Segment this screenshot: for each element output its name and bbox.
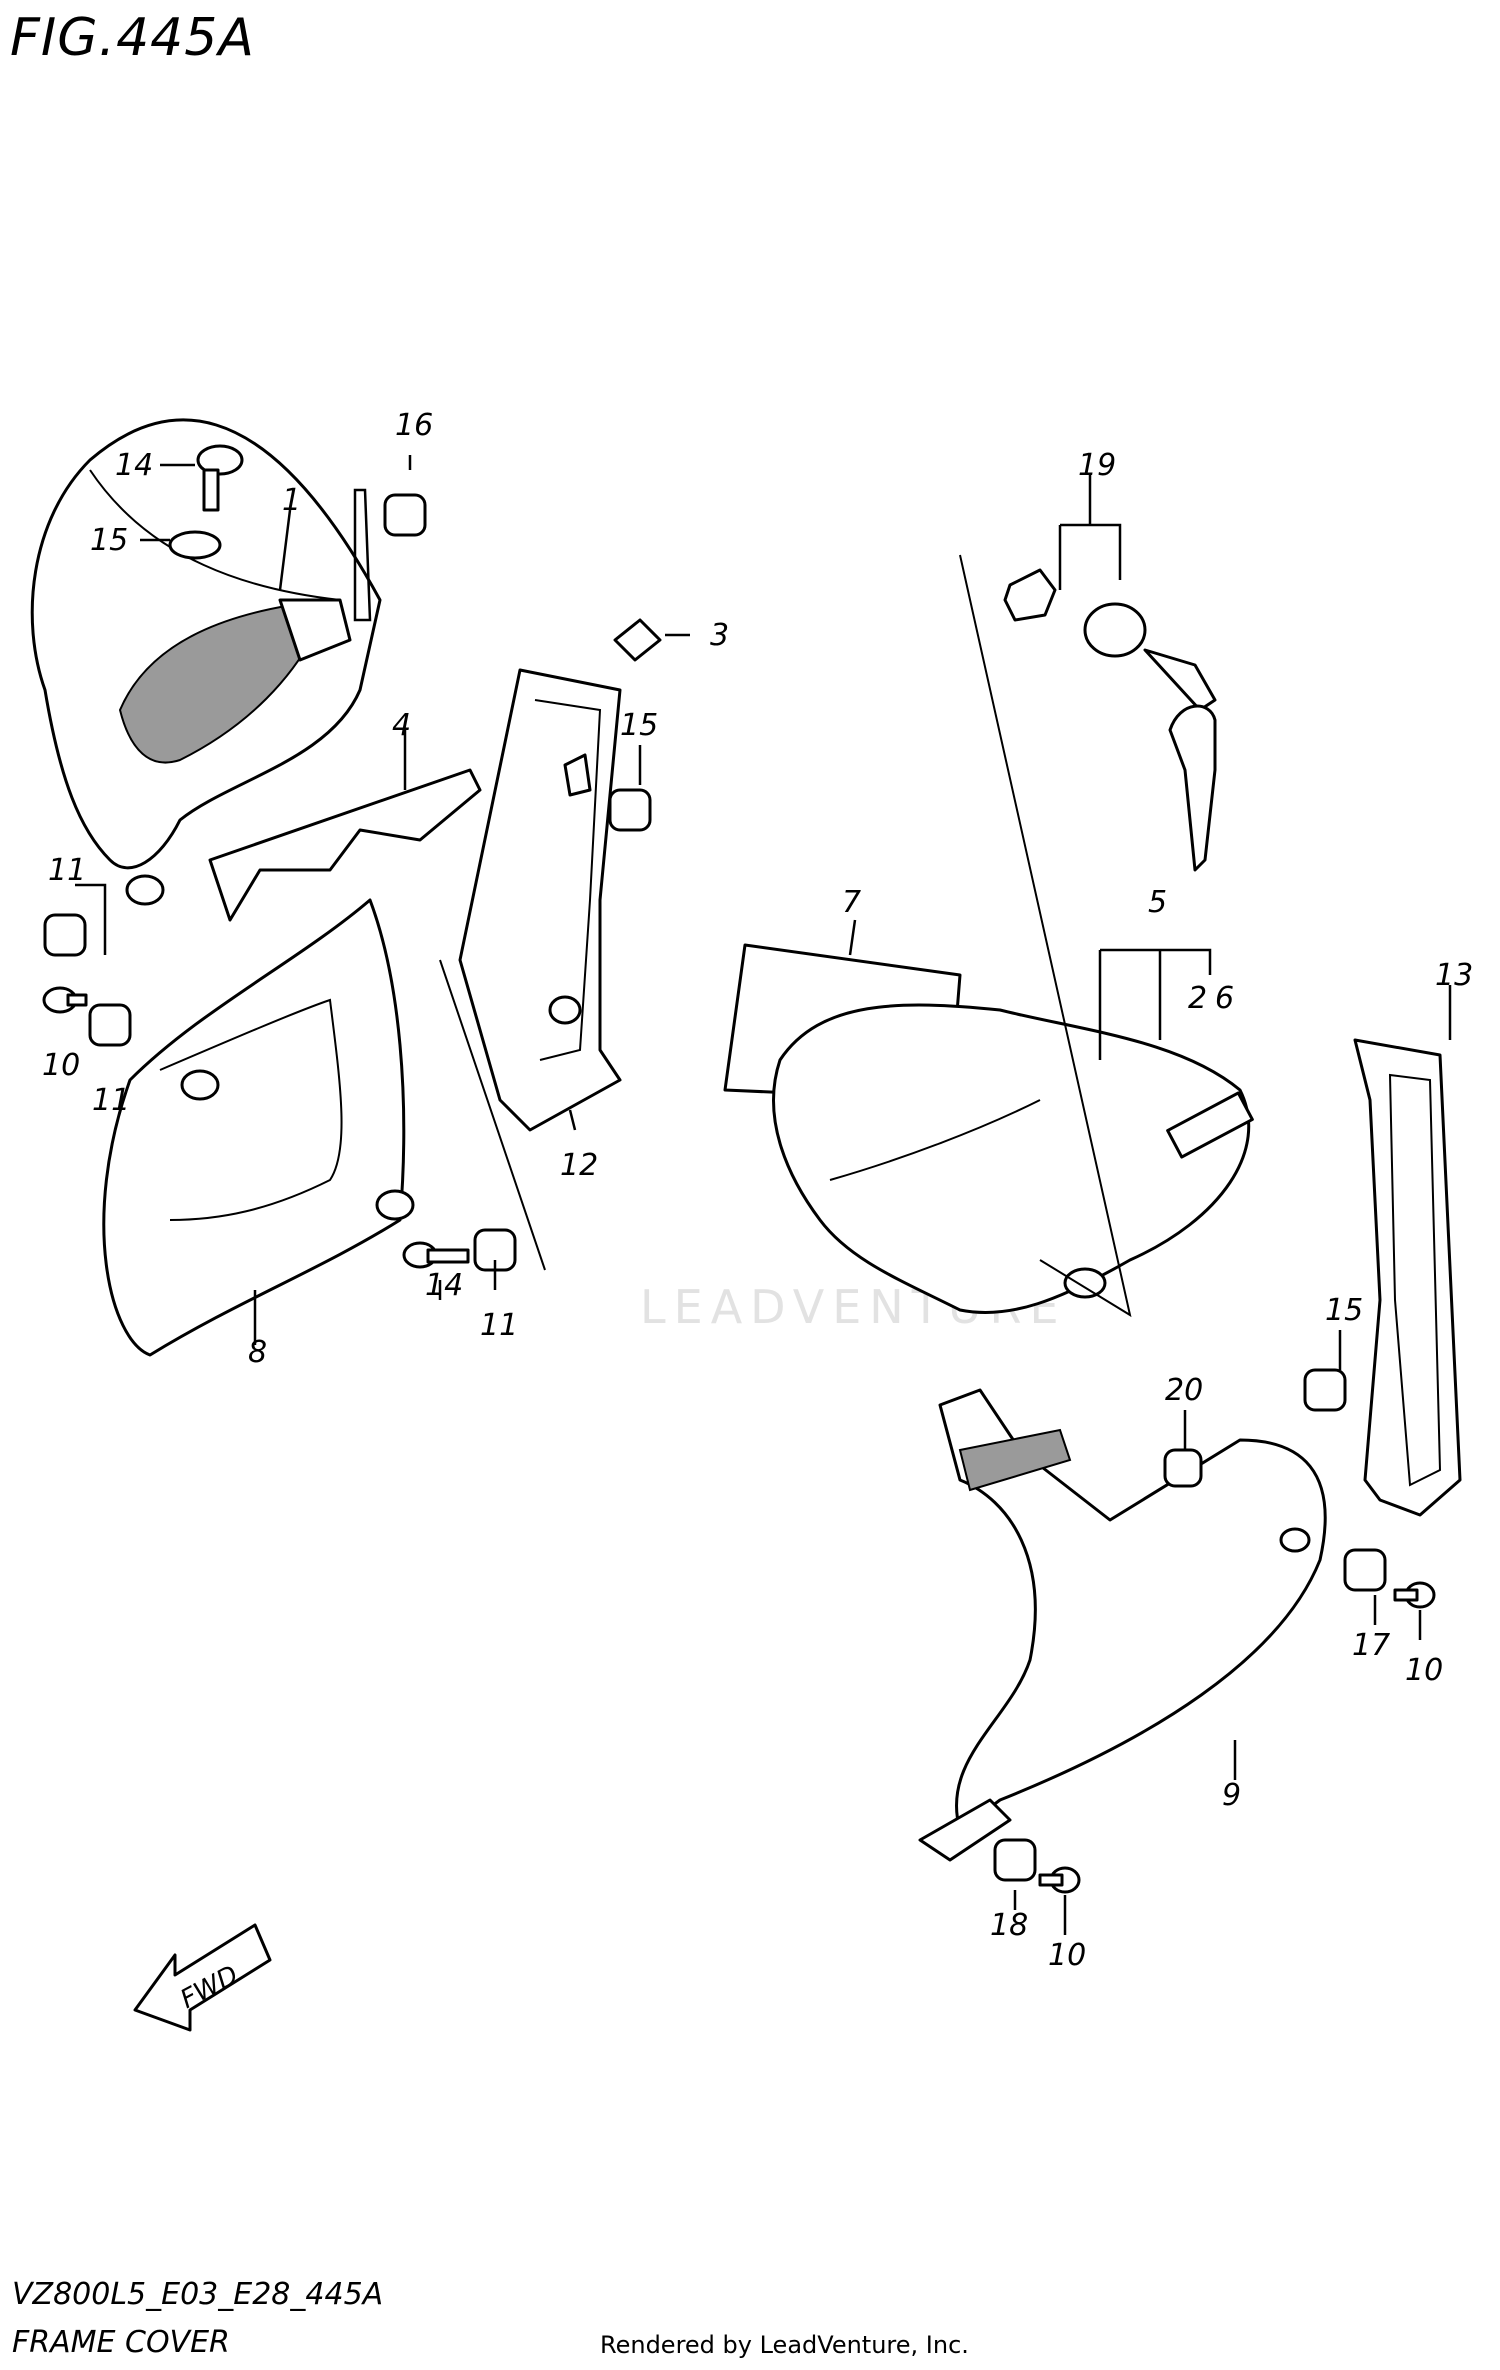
part-9-lower-cover[interactable] (918, 1388, 1327, 1862)
part-17-cushion[interactable] (1343, 1548, 1387, 1592)
part-5-side-cover[interactable] (772, 1003, 1254, 1314)
callout-9: 9 (1222, 1778, 1241, 1813)
callout-7: 7 (842, 885, 861, 920)
callout-3: 3 (710, 618, 729, 653)
part-15-grommet-top[interactable] (168, 530, 222, 560)
part-14-bolt-mid[interactable] (402, 1241, 470, 1269)
part-20-grommet[interactable] (1163, 1448, 1203, 1488)
part-8-side-cover[interactable] (102, 898, 415, 1357)
render-credit: Rendered by LeadVenture, Inc. (600, 2331, 969, 2359)
part-4-plate[interactable] (208, 768, 482, 922)
figure-name: FRAME COVER (12, 2325, 230, 2360)
part-1-upper-cover[interactable] (30, 418, 382, 906)
part-10-screw-a[interactable] (42, 986, 88, 1014)
callout-4: 4 (392, 708, 411, 743)
fwd-arrow-icon: FWD (133, 1923, 272, 2032)
part-19-lock-set[interactable] (1003, 568, 1217, 872)
part-16-cushion[interactable] (383, 493, 427, 537)
callout-8: 8 (248, 1335, 267, 1370)
part-14-bolt-top[interactable] (196, 444, 244, 512)
part-18-cushion[interactable] (993, 1838, 1037, 1882)
callout-15a: 15 (90, 523, 128, 558)
callout-5: 5 (1148, 885, 1167, 920)
callout-11c: 11 (480, 1308, 518, 1343)
callout-15c: 15 (1325, 1293, 1363, 1328)
part-15-cushion-mid[interactable] (608, 788, 652, 832)
callout-6: 6 (1215, 981, 1234, 1016)
callout-10c: 10 (1048, 1938, 1086, 1973)
figure-title: FIG.445A (10, 8, 255, 68)
part-10-screw-c[interactable] (1038, 1866, 1081, 1894)
callout-11a: 11 (48, 853, 86, 888)
part-15-cushion-right[interactable] (1303, 1368, 1347, 1412)
figure-code: VZ800L5_E03_E28_445A (12, 2277, 384, 2312)
callout-17: 17 (1352, 1628, 1390, 1663)
callout-14b: 14 (425, 1268, 463, 1303)
part-11-cushion-b[interactable] (88, 1003, 132, 1047)
callout-18: 18 (990, 1908, 1028, 1943)
leader-lines (75, 455, 1452, 1935)
callout-16: 16 (395, 408, 433, 443)
callout-11b: 11 (92, 1083, 130, 1118)
part-10-screw-b[interactable] (1393, 1581, 1436, 1609)
callout-12: 12 (560, 1148, 598, 1183)
callout-14a: 14 (115, 448, 153, 483)
callout-20: 20 (1165, 1373, 1203, 1408)
callout-19: 19 (1078, 448, 1116, 483)
part-11-cushion-a[interactable] (43, 913, 87, 957)
part-13-frame-cover[interactable] (1353, 1038, 1462, 1517)
callout-2: 2 (1188, 981, 1207, 1016)
part-12-bracket[interactable] (458, 668, 622, 1132)
callout-10a: 10 (42, 1048, 80, 1083)
callout-15b: 15 (620, 708, 658, 743)
callout-1: 1 (282, 483, 301, 518)
callout-labels: 1 2 3 4 5 6 7 8 9 10 10 10 11 11 11 12 1… (42, 408, 1473, 1973)
callout-10b: 10 (1405, 1653, 1443, 1688)
callout-13: 13 (1435, 958, 1473, 993)
part-3-spacer[interactable] (613, 618, 662, 662)
